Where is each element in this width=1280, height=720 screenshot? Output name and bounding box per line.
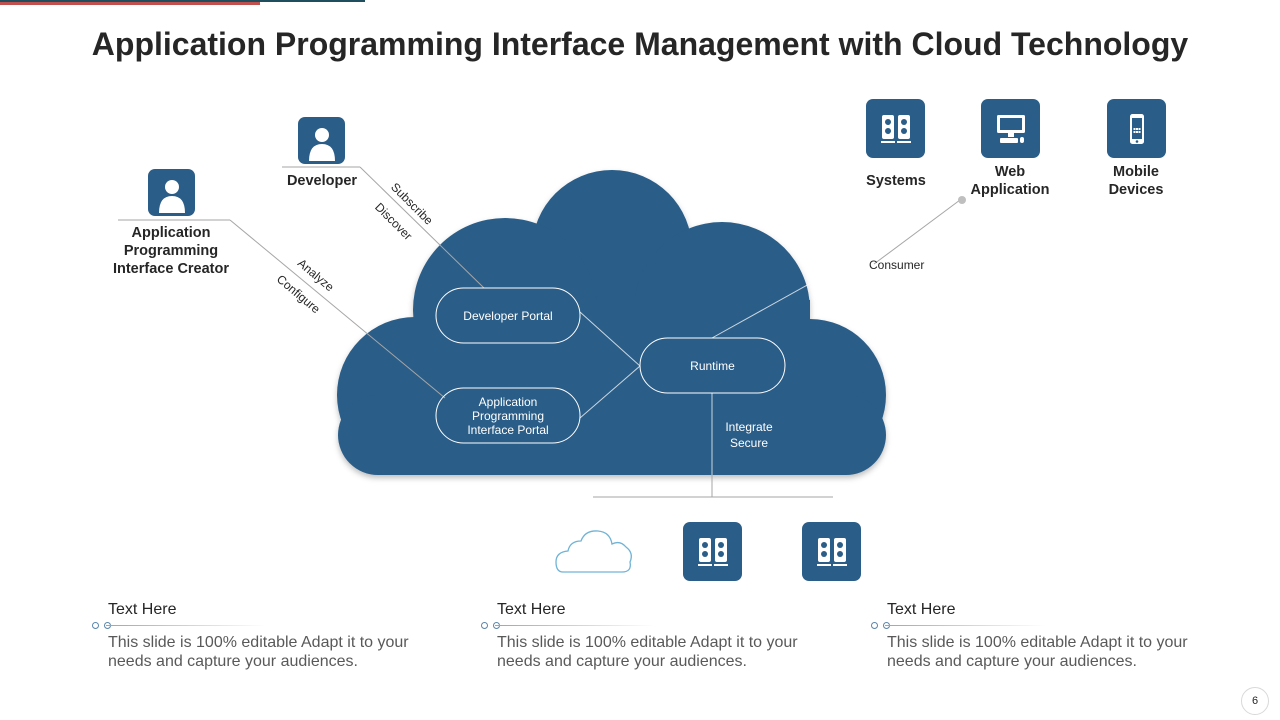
mobile-devices-label: Mobile Devices <box>1108 164 1164 198</box>
server-tile-2 <box>802 522 861 581</box>
text-block-body: This slide is 100% editable Adapt it to … <box>108 634 409 670</box>
top-accent-dark <box>0 0 365 2</box>
main-cloud <box>337 170 886 475</box>
text-block-2: Text Here This slide is 100% editable Ad… <box>481 601 811 671</box>
developer-portal-pill <box>435 287 581 344</box>
runtime-label: Runtime <box>690 358 735 373</box>
text-block-body: This slide is 100% editable Adapt it to … <box>887 634 1188 670</box>
desktop-computer-icon <box>996 114 1025 143</box>
server-tile-1 <box>683 522 742 581</box>
small-cloud-icon <box>555 530 632 573</box>
developer-portal-label: Developer Portal <box>463 308 553 323</box>
web-application-tile <box>981 99 1040 158</box>
server-icon <box>816 537 847 566</box>
page-title: Application Programming Interface Manage… <box>91 26 1189 62</box>
text-block-heading: Text Here <box>108 601 177 618</box>
web-application-label: Web Application <box>970 164 1050 198</box>
consumer-dot <box>958 196 966 204</box>
text-block-divider <box>871 621 1201 631</box>
consumer-label: Consumer <box>869 258 925 272</box>
creator-label: Application Programming Interface Creato… <box>112 225 230 277</box>
developer-avatar-tile <box>298 117 345 164</box>
server-icon <box>697 537 728 566</box>
text-block-3: Text Here This slide is 100% editable Ad… <box>871 601 1201 671</box>
api-portal-label: Application Programming Interface Portal <box>467 394 549 437</box>
mobile-devices-tile <box>1107 99 1166 158</box>
developer-label: Developer <box>286 173 358 189</box>
systems-tile <box>866 99 925 158</box>
smartphone-icon <box>1129 113 1144 144</box>
text-block-divider <box>481 621 811 631</box>
runtime-pill <box>639 337 786 394</box>
text-block-divider <box>92 621 422 631</box>
systems-label: Systems <box>866 173 926 189</box>
user-icon <box>158 179 185 213</box>
page-number: 6 <box>1241 687 1269 715</box>
user-icon <box>308 127 335 161</box>
creator-avatar-tile <box>148 169 195 216</box>
api-portal-pill <box>435 387 581 444</box>
text-block-body: This slide is 100% editable Adapt it to … <box>497 634 798 670</box>
secure-label: Secure <box>729 436 769 450</box>
server-icon <box>880 114 911 143</box>
top-accent-red <box>0 2 260 5</box>
text-block-1: Text Here This slide is 100% editable Ad… <box>92 601 422 671</box>
integrate-label: Integrate <box>725 420 773 434</box>
text-block-heading: Text Here <box>497 601 566 618</box>
text-block-heading: Text Here <box>887 601 956 618</box>
